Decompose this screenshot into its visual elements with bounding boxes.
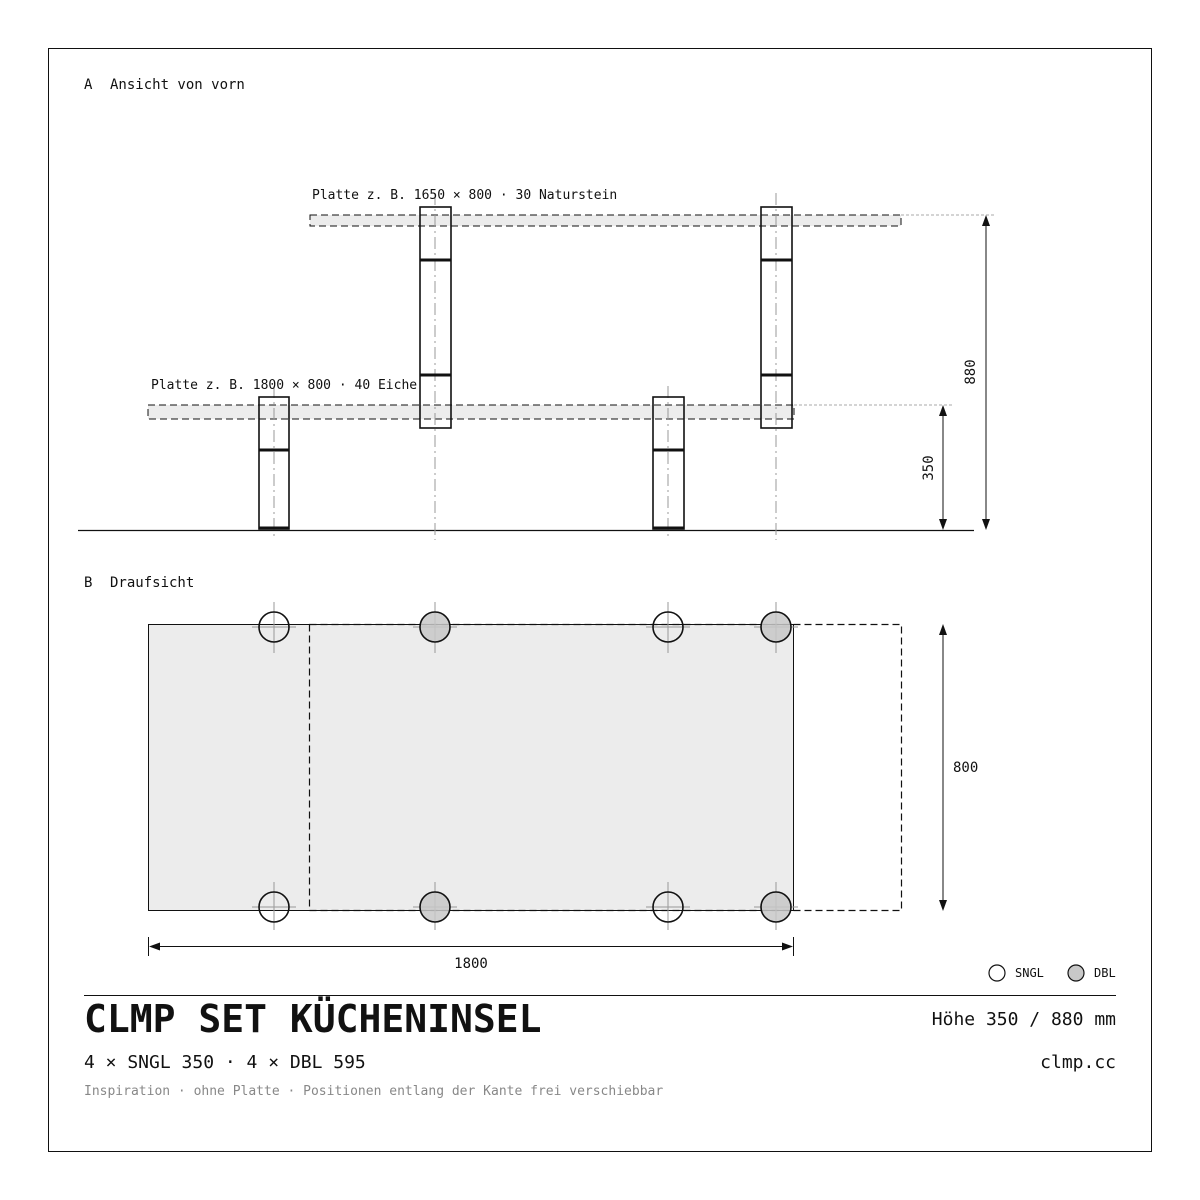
top-view: 800 1800	[148, 602, 978, 972]
length-dimension-label: 1800	[454, 956, 488, 972]
footnote: Inspiration · ohne Platte · Positionen e…	[84, 1084, 663, 1099]
section-b-letter: B	[84, 575, 92, 591]
legend: SNGL DBL	[988, 964, 1116, 982]
sngl-leg-top-2	[652, 611, 684, 643]
sngl-leg-front-left	[258, 396, 290, 530]
dbl-leg-front-right	[760, 206, 793, 429]
lower-plate-footprint	[148, 624, 794, 911]
legend-sngl-icon	[988, 964, 1006, 982]
height-dimension-350-label: 350	[921, 455, 937, 480]
section-a-title: Ansicht von vorn	[110, 77, 245, 93]
section-a-letter: A	[84, 77, 93, 93]
component-list: 4 × SNGL 350 · 4 × DBL 595	[84, 1052, 366, 1073]
sngl-leg-top-4	[652, 891, 684, 923]
sngl-leg-front-right	[652, 396, 685, 530]
dbl-leg-top-2	[760, 611, 792, 643]
dbl-leg-front-left	[419, 206, 452, 429]
legend-sngl-label: SNGL	[1015, 966, 1044, 980]
height-dimension-880-label: 880	[963, 359, 979, 384]
length-dimension: 1800	[148, 937, 794, 972]
legend-dbl-label: DBL	[1094, 966, 1116, 980]
depth-dimension-label: 800	[953, 760, 978, 776]
lower-plate-label: Platte z. B. 1800 × 800 · 40 Eiche	[151, 378, 417, 393]
depth-dimension: 800	[939, 624, 978, 911]
product-title: CLMP SET KÜCHENINSEL	[84, 997, 542, 1041]
height-dimension-880: 880	[963, 215, 990, 530]
center-lines	[273, 193, 777, 540]
dbl-leg-top-1	[419, 611, 451, 643]
height-info: Höhe 350 / 880 mm	[932, 1009, 1116, 1030]
height-dimension-350: 350	[921, 405, 947, 530]
website: clmp.cc	[1040, 1052, 1116, 1073]
upper-plate-footprint	[308, 623, 903, 912]
legend-dbl-icon	[1067, 964, 1085, 982]
sngl-leg-top-1	[258, 611, 290, 643]
sheet-frame	[48, 48, 1152, 1152]
dbl-leg-top-3	[419, 891, 451, 923]
front-view: Platte z. B. 1650 × 800 · 30 Naturstein …	[78, 188, 996, 540]
upper-plate-label: Platte z. B. 1650 × 800 · 30 Naturstein	[312, 188, 617, 203]
dbl-leg-top-4	[760, 891, 792, 923]
sngl-leg-top-3	[258, 891, 290, 923]
lower-plate	[147, 404, 795, 420]
upper-plate	[309, 214, 902, 227]
section-b-title: Draufsicht	[110, 575, 194, 591]
